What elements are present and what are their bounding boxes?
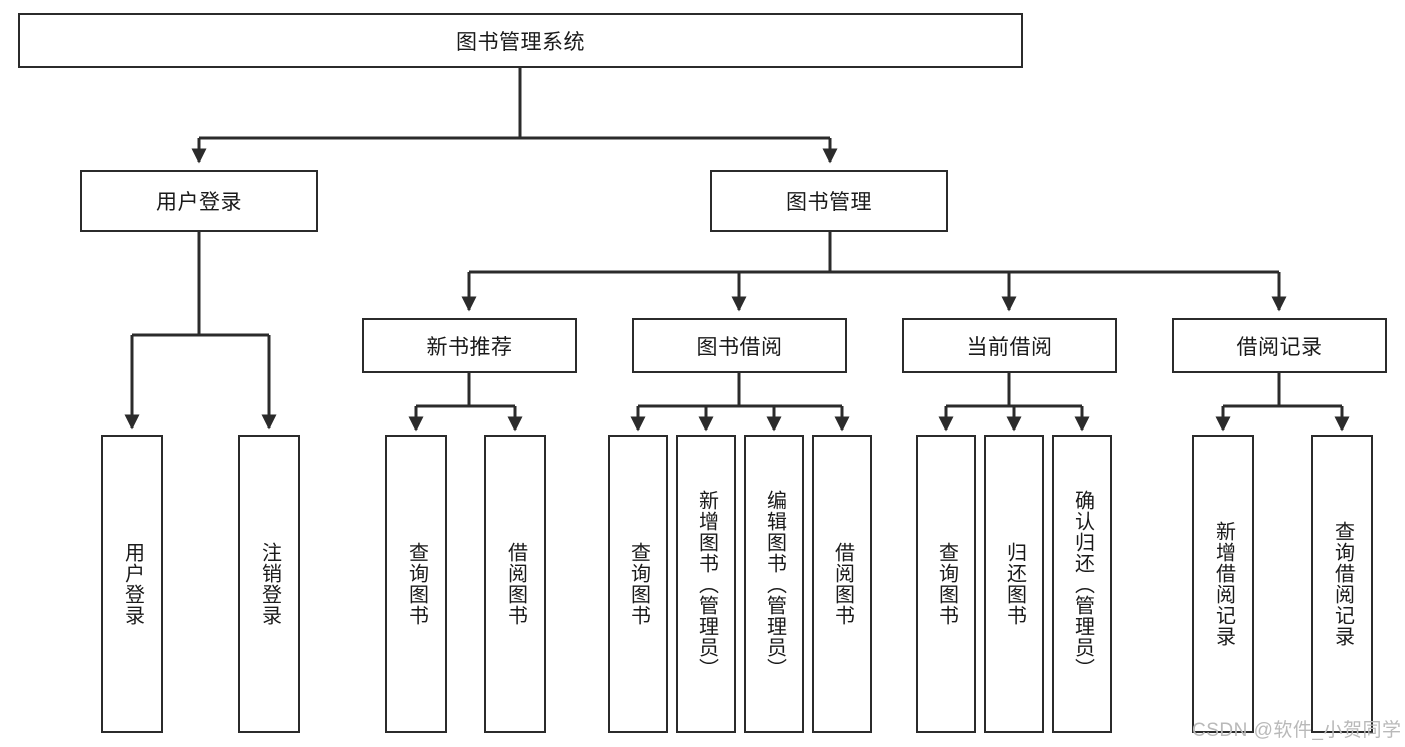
node-new-book-recommend-label: 新书推荐 [426,335,513,359]
node-book-borrow[interactable]: 图书借阅 [632,318,847,373]
node-leaf-borrow-book-2-label: 借阅图书 [831,542,854,626]
node-leaf-confirm-return-admin[interactable]: 确认归还（管理员） [1052,435,1112,733]
node-leaf-add-book-admin-label: 新增图书（管理员） [695,489,718,679]
node-leaf-user-login-label: 用户登录 [121,542,144,626]
node-user-login-label: 用户登录 [156,191,242,214]
node-root[interactable]: 图书管理系统 [18,13,1023,68]
node-borrow-records-label: 借阅记录 [1236,335,1323,359]
node-user-login[interactable]: 用户登录 [80,170,318,232]
node-leaf-return-book-label: 归还图书 [1003,542,1026,626]
node-leaf-edit-book-admin[interactable]: 编辑图书（管理员） [744,435,804,733]
node-leaf-add-borrow-record[interactable]: 新增借阅记录 [1192,435,1254,733]
node-leaf-query-borrow-record[interactable]: 查询借阅记录 [1311,435,1373,733]
node-leaf-add-borrow-record-label: 新增借阅记录 [1212,521,1235,647]
node-leaf-return-book[interactable]: 归还图书 [984,435,1044,733]
node-root-label: 图书管理系统 [456,30,585,54]
node-leaf-query-book-2[interactable]: 查询图书 [608,435,668,733]
node-leaf-borrow-book-1-label: 借阅图书 [504,542,527,626]
node-leaf-borrow-book-1[interactable]: 借阅图书 [484,435,546,733]
node-current-borrow[interactable]: 当前借阅 [902,318,1117,373]
node-leaf-borrow-book-2[interactable]: 借阅图书 [812,435,872,733]
node-new-book-recommend[interactable]: 新书推荐 [362,318,577,373]
node-leaf-user-login[interactable]: 用户登录 [101,435,163,733]
node-leaf-confirm-return-admin-label: 确认归还（管理员） [1071,489,1094,679]
node-book-management[interactable]: 图书管理 [710,170,948,232]
node-borrow-records[interactable]: 借阅记录 [1172,318,1387,373]
node-leaf-query-book-3-label: 查询图书 [935,542,958,626]
node-leaf-query-borrow-record-label: 查询借阅记录 [1331,521,1354,647]
node-book-borrow-label: 图书借阅 [696,335,783,359]
node-current-borrow-label: 当前借阅 [966,335,1053,359]
node-leaf-query-book-1[interactable]: 查询图书 [385,435,447,733]
csdn-watermark: CSDN @软件_小贺同学 [1192,720,1402,741]
node-leaf-query-book-1-label: 查询图书 [405,542,428,626]
node-leaf-logout-label: 注销登录 [258,542,281,626]
node-leaf-query-book-2-label: 查询图书 [627,542,650,626]
node-leaf-add-book-admin[interactable]: 新增图书（管理员） [676,435,736,733]
node-book-management-label: 图书管理 [786,191,872,214]
node-leaf-edit-book-admin-label: 编辑图书（管理员） [763,489,786,679]
node-leaf-query-book-3[interactable]: 查询图书 [916,435,976,733]
node-leaf-logout[interactable]: 注销登录 [238,435,300,733]
